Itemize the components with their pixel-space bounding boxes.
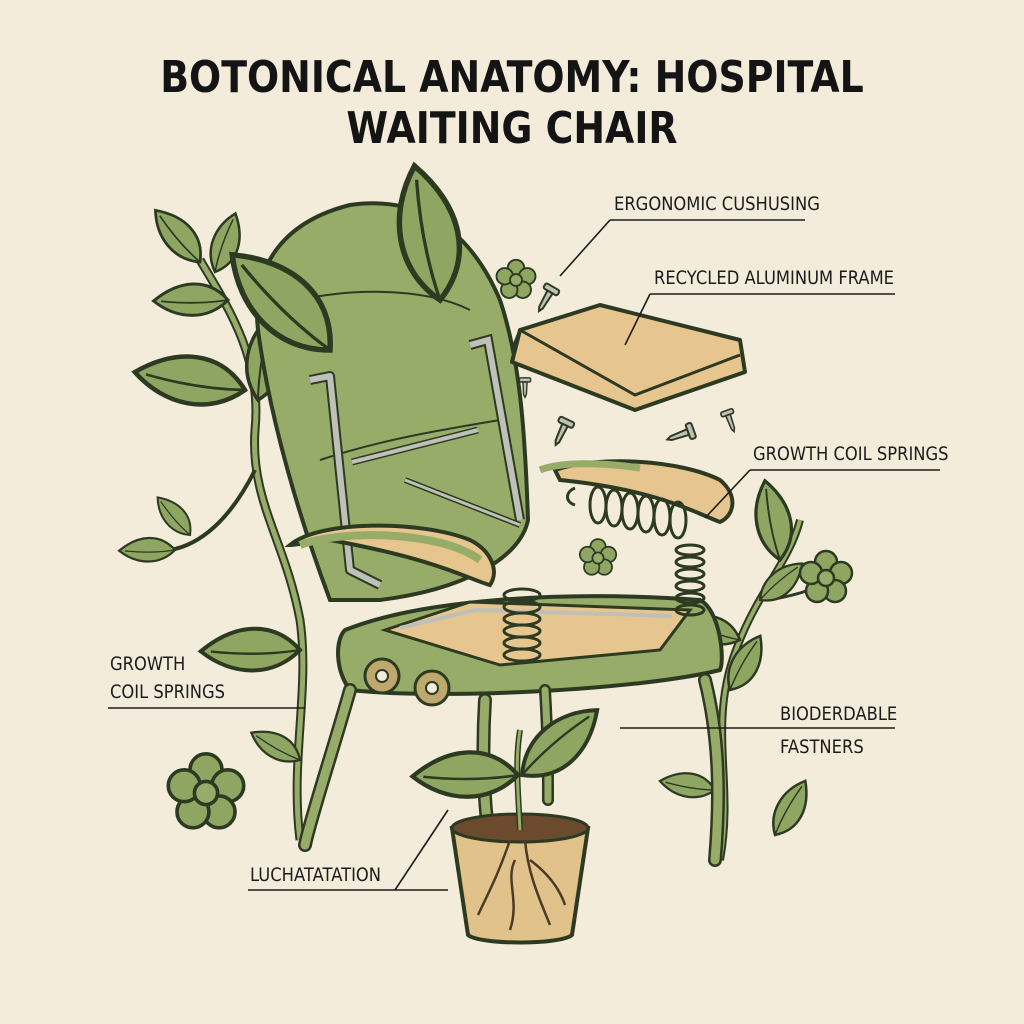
armrest-left xyxy=(284,523,496,588)
label-growth-coil-springs-left-line1: GROWTH xyxy=(110,653,186,675)
leaf-icon xyxy=(132,330,250,429)
leaf-icon xyxy=(150,268,232,330)
leaf-icon xyxy=(150,198,207,273)
label-growth-coil-springs-right: GROWTH COIL SPRINGS xyxy=(753,443,949,465)
leaf-icon xyxy=(154,489,195,543)
coil-spring-icon xyxy=(674,543,706,617)
label-growth-coil-springs-left-line2: COIL SPRINGS xyxy=(110,681,226,703)
label-recycled-aluminum-frame: RECYCLED ALUMINUM FRAME xyxy=(654,267,895,289)
label-ergonomic-cushioning: ERGONOMIC CUSHUSING xyxy=(614,193,820,215)
flower-icon xyxy=(578,538,618,576)
screw-icon xyxy=(719,407,741,435)
leaf-icon xyxy=(117,526,178,573)
chair-backrest xyxy=(255,201,531,602)
coil-spring-icon xyxy=(566,485,688,540)
leaf-icon xyxy=(411,733,521,815)
leaf-icon xyxy=(199,611,303,688)
label-roots: LUCHATATATION xyxy=(250,864,381,886)
flower-icon xyxy=(798,549,854,604)
leaf-icon xyxy=(757,777,824,841)
left-vine xyxy=(169,257,308,841)
page-title: BOTONICAL ANATOMY: HOSPITAL WAITING CHAI… xyxy=(160,52,864,154)
gear-icon xyxy=(363,657,401,695)
label-biodegradable-fasteners-line2: FASTNERS xyxy=(780,736,864,758)
flower-icon xyxy=(166,752,246,830)
screw-icon xyxy=(663,421,698,449)
armrest-right xyxy=(538,459,735,525)
screw-icon xyxy=(531,281,561,317)
screw-icon xyxy=(547,415,576,450)
seat-cushion xyxy=(510,303,747,412)
label-biodegradable-fasteners-line1: BIODERDABLE xyxy=(780,703,898,725)
leaf-icon xyxy=(657,758,719,811)
coil-spring-icon xyxy=(502,587,542,663)
gear-icon xyxy=(413,669,451,707)
leaf-icon xyxy=(508,706,612,783)
flower-icon xyxy=(495,258,537,299)
leader-lines xyxy=(108,219,940,891)
